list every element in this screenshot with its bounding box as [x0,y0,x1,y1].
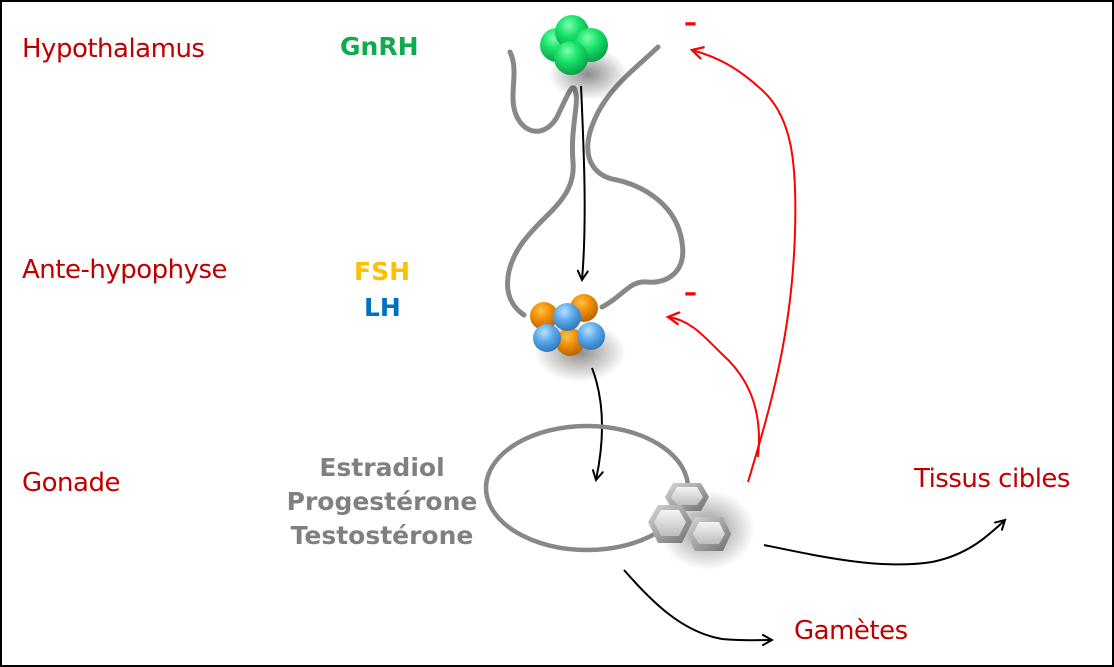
feedback-arrow-hypothalamus [692,50,797,483]
steroid-labels: Estradiol Progestérone Testostérone [282,451,482,553]
pituitary-outline-right [585,44,686,310]
target-label-gametes: Gamètes [794,616,908,646]
gonadotropin-flow-arrow [591,367,602,480]
steroid-label-testosterone: Testostérone [290,521,474,550]
feedback-sign-hypothalamus: – [684,8,697,38]
steroid-label-estradiol: Estradiol [319,453,445,482]
feedback-arrow-pituitary [668,317,760,458]
steroid-molecule-icon [648,483,731,551]
level-label-gonad: Gonade [22,468,120,498]
steroid-label-progesterone: Progestérone [286,487,478,516]
hormone-label-gnrh: GnRH [340,32,419,61]
gametes-arrow [623,569,772,640]
feedback-sign-pituitary: – [684,278,697,308]
level-label-hypothalamus: Hypothalamus [22,34,205,64]
level-label-anterior-pituitary: Ante-hypophyse [22,255,228,285]
hormone-label-fsh: FSH [354,257,411,286]
target-label-tissues: Tissus cibles [914,464,1070,494]
target-tissue-arrow [763,520,1005,566]
gnrh-flow-arrow [581,85,585,280]
fsh-lh-molecule-icon [530,294,605,356]
gnrh-molecule-icon [540,15,608,75]
hormone-label-lh: LH [364,293,401,322]
